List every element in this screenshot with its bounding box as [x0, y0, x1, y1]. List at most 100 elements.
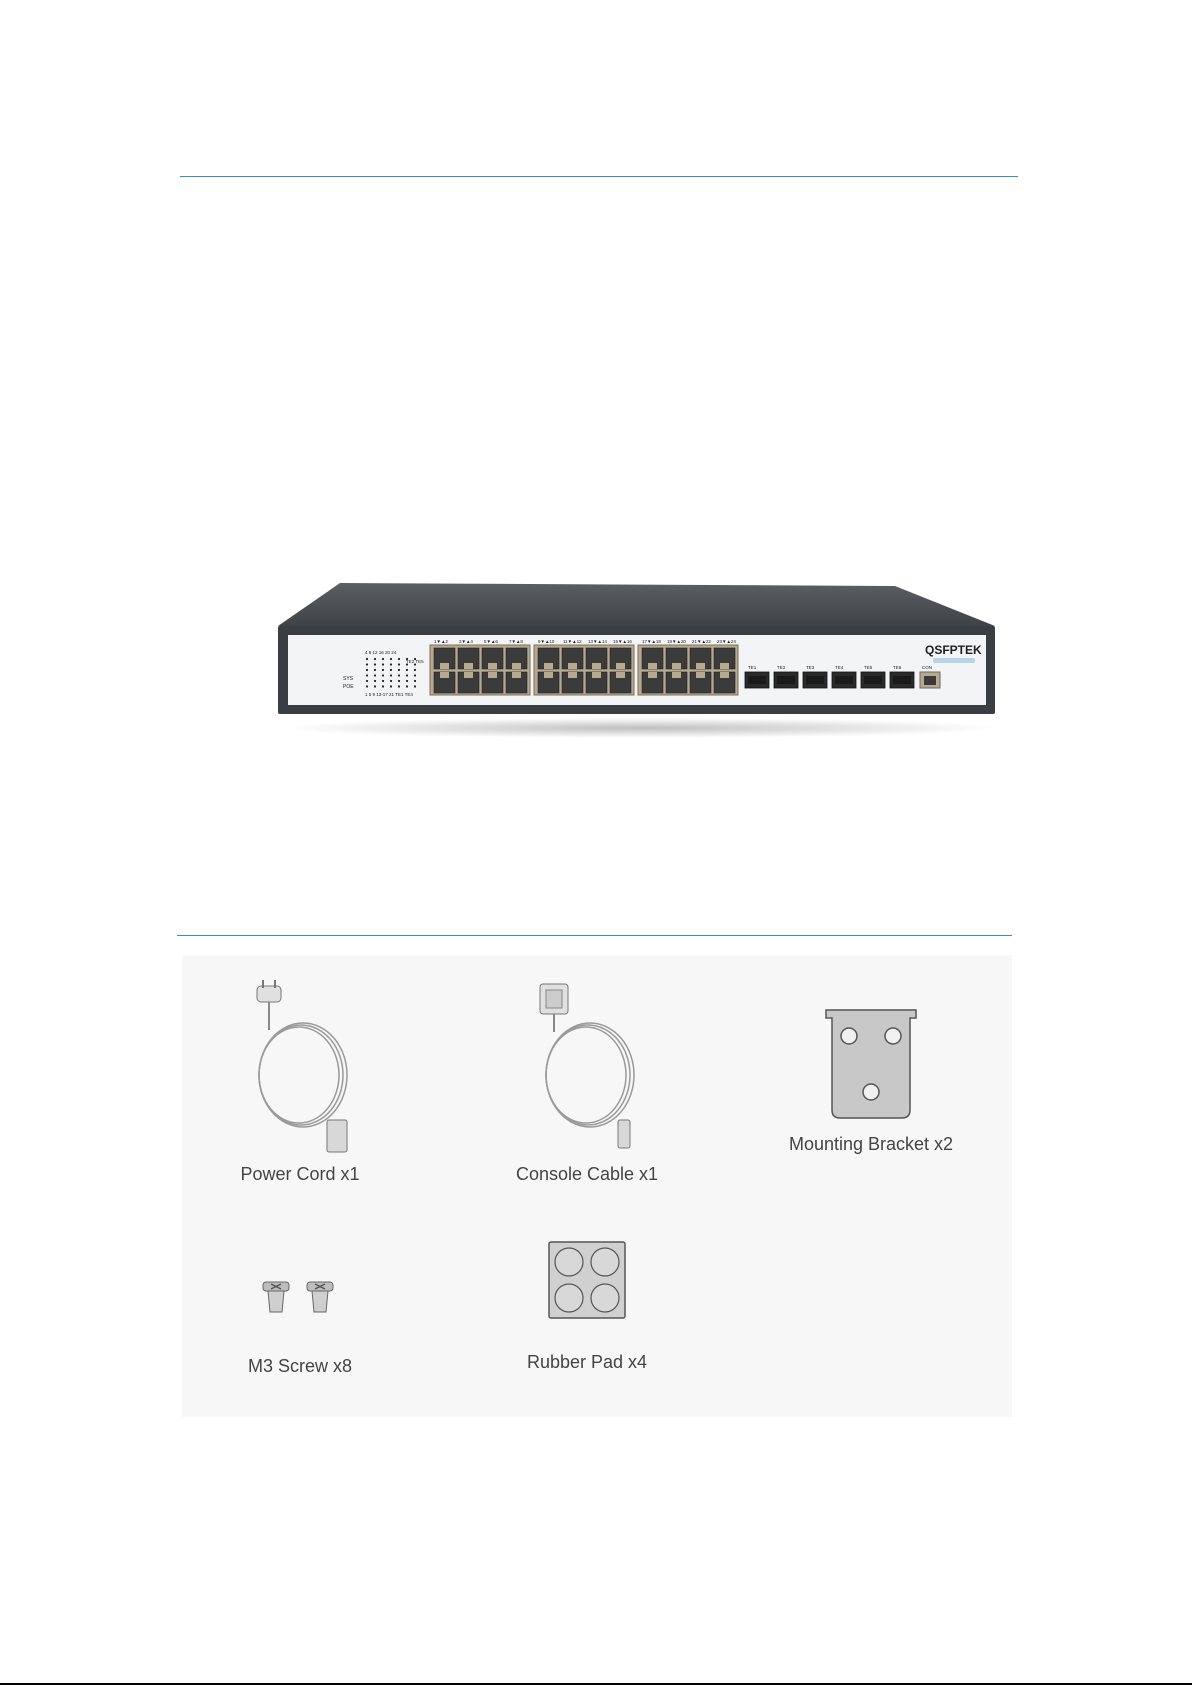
rj45-port-latch: [488, 672, 497, 678]
sfp-port-cage: [864, 676, 882, 684]
sfp-label: TE2: [777, 665, 786, 670]
power-cord-icon: [235, 980, 365, 1160]
status-led: [374, 663, 376, 665]
rj45-port-latch: [488, 663, 497, 669]
rj45-port-latch: [568, 663, 577, 669]
status-led: [406, 669, 408, 671]
rj45-port-latch: [696, 672, 705, 678]
status-led: [406, 680, 408, 682]
port-group-label: 13▼▲14: [588, 639, 607, 644]
rj45-port-latch: [544, 672, 553, 678]
port-group-label: 5▼▲6: [484, 639, 498, 644]
status-led: [374, 674, 376, 676]
sfp-label: TE3: [806, 665, 815, 670]
network-switch-image: SYS POE 4 8 12 16 20 24 1 5 9 13-17 21 T…: [270, 578, 1010, 738]
rj45-port-latch: [592, 663, 601, 669]
status-led: [374, 680, 376, 682]
status-led: [406, 674, 408, 676]
sfp-label: TE4: [835, 665, 844, 670]
accessory-item-rubber-pad: Rubber Pad x4: [472, 1238, 702, 1373]
status-led: [366, 680, 368, 682]
mounting-bracket-icon: [806, 1000, 936, 1130]
status-led: [414, 658, 416, 660]
status-led: [366, 669, 368, 671]
status-led: [398, 663, 400, 665]
status-led: [406, 663, 408, 665]
rj45-port-latch: [672, 663, 681, 669]
port-group-label: 15▼▲16: [613, 639, 632, 644]
status-led: [398, 680, 400, 682]
top-divider-line: [180, 176, 1018, 177]
m3-screw-icon: [235, 1262, 365, 1352]
rj45-port-latch: [512, 672, 521, 678]
status-led: [398, 669, 400, 671]
rj45-port-latch: [720, 663, 729, 669]
port-group-label: 9▼▲10: [538, 639, 555, 644]
rj45-port-latch: [648, 663, 657, 669]
rj45-port-latch: [512, 663, 521, 669]
led-label-sys: SYS: [343, 676, 354, 682]
accessory-label: Console Cable x1: [472, 1164, 702, 1185]
status-led: [366, 658, 368, 660]
status-led: [374, 685, 376, 687]
status-led: [382, 674, 384, 676]
port-group-label: 3▼▲4: [459, 639, 473, 644]
status-led: [366, 663, 368, 665]
status-led: [414, 685, 416, 687]
accessory-label: M3 Screw x8: [185, 1356, 415, 1377]
rj45-port-latch: [616, 663, 625, 669]
accessory-label: Power Cord x1: [185, 1164, 415, 1185]
status-led: [390, 669, 392, 671]
sfp-port-cage: [835, 676, 853, 684]
status-led: [390, 685, 392, 687]
rj45-port-latch: [720, 672, 729, 678]
sfp-port-cage: [777, 676, 795, 684]
status-led: [366, 685, 368, 687]
accessory-item-power-cord: Power Cord x1: [185, 980, 415, 1185]
rj45-port-latch: [672, 672, 681, 678]
accessory-label: Rubber Pad x4: [472, 1352, 702, 1373]
status-led: [398, 685, 400, 687]
status-led: [382, 663, 384, 665]
rubber-pad-icon: [522, 1238, 652, 1348]
sfp-port-cage: [893, 676, 911, 684]
sfp-label: TE5: [864, 665, 873, 670]
status-led: [398, 674, 400, 676]
status-led: [390, 680, 392, 682]
rj45-port-latch: [696, 663, 705, 669]
sfp-port-cage: [806, 676, 824, 684]
console-label: CON: [922, 665, 932, 670]
accessory-label: Mounting Bracket x2: [756, 1134, 986, 1155]
led-label-poe: POE: [343, 684, 354, 690]
status-led: [406, 685, 408, 687]
port-group-label: 19▼▲20: [667, 639, 686, 644]
status-led: [374, 658, 376, 660]
port-group-label: 7▼▲8: [509, 639, 523, 644]
led-bottom-numbers: 1 5 9 13-17 21 TE1 TE4: [365, 692, 413, 697]
port-group-label: 17▼▲18: [642, 639, 661, 644]
rj45-port-latch: [440, 663, 449, 669]
status-led: [390, 674, 392, 676]
status-led: [414, 669, 416, 671]
status-led: [374, 669, 376, 671]
rj45-port-latch: [464, 663, 473, 669]
accessory-item-console-cable: Console Cable x1: [472, 980, 702, 1185]
rj45-port-latch: [464, 672, 473, 678]
accessory-item-m3-screw: M3 Screw x8: [185, 1262, 415, 1377]
status-led: [414, 663, 416, 665]
status-led: [390, 663, 392, 665]
console-cable-icon: [522, 980, 652, 1160]
status-led: [382, 658, 384, 660]
port-group-label: 21▼▲22: [692, 639, 711, 644]
status-led: [390, 658, 392, 660]
rj45-port-latch: [440, 672, 449, 678]
rj45-port-latch: [568, 672, 577, 678]
rj45-port-latch: [592, 672, 601, 678]
status-led: [398, 658, 400, 660]
rj45-port-latch: [648, 672, 657, 678]
rj45-port-latch: [544, 663, 553, 669]
port-group-label: 1▼▲2: [434, 639, 448, 644]
sfp-label: TE1: [748, 665, 757, 670]
status-led: [414, 674, 416, 676]
brand-logo: QSFPTEK: [925, 643, 982, 657]
